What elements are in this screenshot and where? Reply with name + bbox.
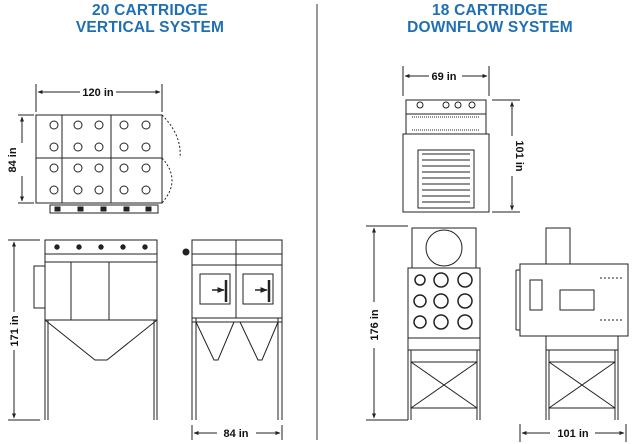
- downflow-front-view: [407, 227, 481, 420]
- downflow-top-view: [402, 99, 490, 213]
- downflow-title-line1: 18 CARTRIDGE: [431, 2, 549, 19]
- dim-v-front-height: 171 in: [9, 315, 21, 346]
- dim-v-side-width: 84 in: [223, 428, 248, 440]
- downflow-system-title: 18 CARTRIDGE DOWNFLOW SYSTEM: [350, 2, 630, 36]
- vertical-top-view: [35, 114, 181, 214]
- vertical-title-line1: 20 CARTRIDGE: [91, 2, 209, 19]
- dim-d-front-height: 176 in: [369, 309, 381, 340]
- dim-v-top-depth: 84 in: [7, 147, 19, 172]
- vertical-front-view: [33, 239, 158, 420]
- dim-d-top-depth: 101 in: [513, 140, 525, 171]
- dim-d-side-width: 101 in: [557, 428, 588, 440]
- downflow-side-view: [515, 227, 629, 420]
- dim-v-top-width: 120 in: [82, 87, 113, 99]
- vertical-side-view: [182, 239, 283, 420]
- downflow-title-line2: DOWNFLOW SYSTEM: [407, 19, 573, 36]
- dim-d-top-width: 69 in: [431, 71, 456, 83]
- vertical-title-line2: VERTICAL SYSTEM: [75, 19, 225, 36]
- vertical-system-title: 20 CARTRIDGE VERTICAL SYSTEM: [40, 2, 260, 36]
